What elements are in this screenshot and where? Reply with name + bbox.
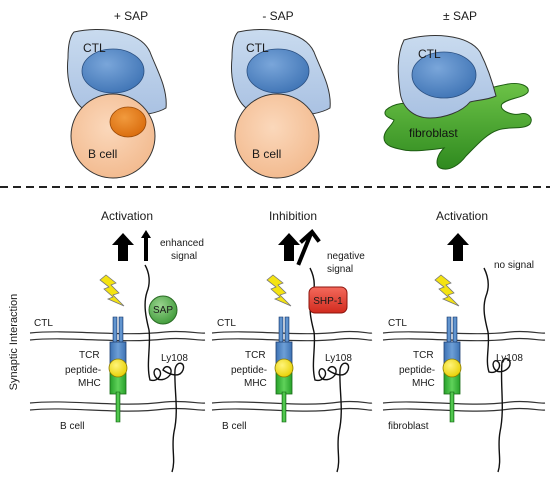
ctl-label: CTL (83, 41, 106, 55)
bcell-label: B cell (252, 147, 281, 161)
signal-label-line2: signal (327, 264, 353, 275)
signal-label-line1: enhanced (160, 238, 204, 249)
target-membrane (382, 400, 546, 405)
conjugate-ctl-fibroblast: CTL fibroblast (383, 35, 532, 170)
signal-label-line1: negative (327, 251, 365, 262)
outcome-label: Activation (101, 209, 153, 223)
condition-label-plus-sap: + SAP (114, 9, 148, 23)
panel-plusminus-sap: Activation no signal CTL TCR peptide- MH… (382, 209, 546, 473)
activation-arrow-icon (278, 233, 300, 261)
pmhc-stem (115, 391, 121, 423)
signal-label: no signal (494, 260, 534, 271)
pmhc-stem (449, 391, 455, 423)
inhibition-bar-icon (296, 229, 321, 266)
signal-label-line2: signal (171, 251, 197, 262)
panel-minus-sap: Inhibition negative signal CTL TCR pepti… (211, 209, 373, 473)
pmhc-label-line2: MHC (244, 378, 267, 389)
synaptic-interaction-label: Synaptic Interaction (8, 294, 20, 391)
target-cell-label: fibroblast (388, 421, 429, 432)
tcr-label: TCR (413, 350, 434, 361)
sap-label: SAP (153, 305, 173, 316)
ctl-membrane (382, 330, 546, 335)
ctl-membrane (211, 337, 373, 342)
outcome-label: Activation (436, 209, 488, 223)
bcell-body (70, 93, 156, 179)
target-membrane (29, 407, 206, 412)
pmhc-stem (281, 391, 287, 423)
tcr-stalk (446, 316, 452, 346)
pmhc-label-line1: peptide- (65, 365, 101, 376)
sap-adaptor (148, 295, 178, 325)
ctl-nucleus (81, 48, 145, 94)
bcell-body (234, 93, 320, 179)
shp1-label: SHP-1 (313, 296, 343, 307)
activation-arrow-icon (112, 233, 134, 261)
tcr-stalk (118, 316, 124, 346)
conjugate-ctl-bcell-plus: CTL B cell (67, 29, 167, 179)
ctl-membrane-label: CTL (34, 318, 53, 329)
tcr-stalk (284, 316, 290, 346)
conjugate-ctl-bcell-minus: CTL B cell (231, 29, 331, 179)
ly108-label: Ly108 (325, 353, 352, 364)
pmhc-label-line2: MHC (412, 378, 435, 389)
ly108-label: Ly108 (496, 353, 523, 364)
tcr-label: TCR (79, 350, 100, 361)
tcr-stalk (452, 316, 458, 346)
bcell-label: B cell (88, 147, 117, 161)
fibroblast-label: fibroblast (409, 126, 458, 140)
ctl-membrane-label: CTL (388, 318, 407, 329)
target-membrane (382, 407, 546, 412)
tcr-stalk (112, 316, 118, 346)
target-membrane (211, 400, 373, 405)
condition-label-minus-sap: - SAP (262, 9, 293, 23)
panel-plus-sap: Activation enhanced signal CTL TCR pepti… (29, 209, 206, 473)
condition-label-plusminus-sap: ± SAP (443, 9, 477, 23)
bcell-nucleus (109, 106, 147, 138)
ctl-nucleus (411, 51, 477, 99)
ctl-membrane (211, 330, 373, 335)
pmhc-label-line1: peptide- (231, 365, 267, 376)
tcr-stalk (278, 316, 284, 346)
tcr-label: TCR (245, 350, 266, 361)
outcome-label: Inhibition (269, 209, 317, 223)
ctl-membrane (29, 337, 206, 342)
ctl-label: CTL (246, 41, 269, 55)
lightning-icon (266, 274, 292, 307)
signal-arrow-icon (141, 230, 151, 261)
target-cell-label: B cell (222, 421, 246, 432)
pmhc-label-line1: peptide- (399, 365, 435, 376)
peptide-ball (442, 358, 462, 378)
activation-arrow-icon (447, 233, 469, 261)
ctl-nucleus (246, 48, 310, 94)
target-cell-label: B cell (60, 421, 84, 432)
target-membrane (29, 400, 206, 405)
lightning-icon (434, 274, 460, 307)
peptide-ball (108, 358, 128, 378)
peptide-ball (274, 358, 294, 378)
ly108-receptor (483, 267, 511, 473)
target-membrane (211, 407, 373, 412)
ctl-membrane-label: CTL (217, 318, 236, 329)
shp1-adaptor (308, 286, 348, 314)
ctl-membrane (382, 337, 546, 342)
ly108-receptor (309, 267, 350, 473)
lightning-icon (99, 274, 125, 307)
pmhc-label-line2: MHC (78, 378, 101, 389)
ctl-membrane (29, 330, 206, 335)
ctl-label: CTL (418, 47, 441, 61)
ly108-receptor (144, 264, 185, 473)
ly108-label: Ly108 (161, 353, 188, 364)
